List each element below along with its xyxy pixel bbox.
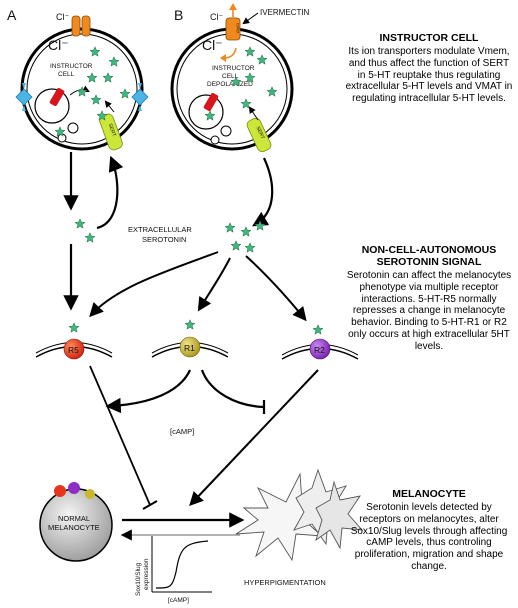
chloride-label-a-in: Cl⁻	[48, 37, 69, 53]
hyperpigmented-cells	[235, 468, 364, 562]
serotonin-star	[102, 72, 114, 83]
melanocyte-body: Serotonin levels detected by receptors o…	[350, 502, 508, 572]
serotonin-star	[76, 86, 88, 97]
serotonin-star	[244, 242, 256, 253]
serotonin-star	[90, 94, 102, 105]
serotonin-star	[204, 110, 216, 121]
panel-label-a: A	[7, 7, 17, 23]
serotonin-molecules	[54, 46, 324, 335]
vmat-transporter-a	[49, 87, 65, 107]
chloride-label-b-out: Cl⁻	[210, 12, 223, 22]
arrow-b-to-r1	[197, 257, 231, 312]
serotonin-star	[86, 72, 98, 83]
serotonin-star	[240, 98, 252, 109]
plot-y-label: Sox10/Slugexpression	[135, 558, 150, 596]
inhibit-r5-to-melanocyte	[89, 365, 151, 506]
instructor-cell-body: Its ion transporters modulate Vmem, and …	[345, 46, 513, 105]
arrow-b-to-r5	[89, 251, 219, 318]
serotonin-star	[224, 222, 236, 233]
serotonin-star	[119, 88, 131, 99]
receptor-r5-label: R5	[68, 345, 79, 355]
melanocyte-receptor-red	[54, 485, 66, 497]
arrow-r2-to-melanocyte	[189, 369, 319, 507]
vmat-transporter-b	[203, 92, 219, 112]
sert-transporter-b	[246, 117, 272, 153]
serotonin-signal-description: NON-CELL-AUTONOMOUS SEROTONIN SIGNAL Ser…	[345, 244, 513, 353]
melanocyte-title: MELANOCYTE	[392, 488, 466, 500]
serotonin-star	[108, 56, 120, 67]
small-vesicle-b1	[220, 125, 232, 137]
receptor-r2-group: R2	[281, 338, 359, 360]
cell-b-membrane	[170, 27, 294, 151]
pump-a-right	[131, 83, 149, 111]
chloride-channel-b: GlyCl	[220, 3, 241, 62]
camp-label-top: [cAMP]	[170, 427, 194, 436]
serotonin-star	[84, 232, 96, 243]
instructor-cell-title: INSTRUCTOR CELL	[379, 32, 479, 44]
melanocyte-receptor-olive	[85, 489, 95, 499]
small-vesicle-a1	[67, 122, 79, 134]
serotonin-star	[240, 226, 252, 237]
arrow-cell-b-release	[252, 157, 274, 227]
serotonin-star	[254, 220, 266, 231]
serotonin-star	[312, 324, 324, 335]
serotonin-star	[244, 46, 256, 57]
small-vesicle-b2	[210, 135, 220, 145]
vesicle-a	[34, 88, 70, 124]
serotonin-star	[230, 76, 242, 87]
panel-label-b: B	[174, 7, 183, 23]
serotonin-star	[96, 110, 108, 121]
serotonin-star	[68, 322, 80, 333]
receptor-r1-label: R1	[184, 343, 195, 353]
chloride-label-b-in: Cl⁻	[202, 37, 223, 53]
arrow-r1-activate-camp	[105, 369, 192, 414]
serotonin-signal-title: NON-CELL-AUTONOMOUS SEROTONIN SIGNAL	[361, 244, 497, 268]
receptor-r5	[63, 338, 85, 360]
sigmoid-curve	[155, 540, 209, 589]
plot-x-label: [cAMP]	[168, 597, 189, 604]
chloride-label-a-out: Cl⁻	[56, 12, 69, 22]
receptor-r1-group: R1	[151, 336, 229, 358]
serotonin-star	[184, 319, 196, 330]
star-cell-3	[315, 480, 364, 550]
melanocyte-receptor-purple	[68, 482, 80, 494]
receptor-r2	[309, 338, 331, 360]
glycine-receptor-label: GlyCl	[235, 23, 240, 33]
serotonin-star	[74, 218, 86, 229]
serotonin-signal-body: Serotonin can affect the melanocytes phe…	[346, 270, 512, 352]
pump-a-left	[15, 83, 33, 111]
serotonin-star	[230, 240, 242, 251]
inhibit-r1-camp	[200, 369, 265, 409]
melanocyte-description: MELANOCYTE Serotonin levels detected by …	[345, 488, 513, 573]
hyperpigmentation-label: HYPERPIGMENTATION	[244, 578, 326, 587]
serotonin-star	[256, 54, 268, 65]
sert-label-b: SERT	[254, 126, 265, 141]
sox10-camp-plot: Sox10/Slugexpression [cAMP]	[135, 536, 212, 604]
serotonin-star	[54, 126, 66, 137]
serotonin-star	[266, 86, 278, 97]
serotonin-star	[244, 72, 256, 83]
chloride-channel-a	[71, 15, 91, 37]
receptor-r5-group: R5	[35, 338, 113, 360]
ivermectin-label: IVERMECTIN	[260, 8, 310, 17]
arrow-b-to-r2	[245, 255, 307, 322]
sert-label-a: SERT	[107, 123, 117, 138]
serotonin-star	[89, 46, 101, 57]
receptor-r2-label: R2	[314, 345, 325, 355]
arrow-reuptake-a	[96, 155, 124, 230]
vesicle-b	[188, 94, 224, 130]
instructor-cell-description: INSTRUCTOR CELL Its ion transporters mod…	[345, 32, 513, 105]
receptor-r1	[179, 336, 201, 358]
